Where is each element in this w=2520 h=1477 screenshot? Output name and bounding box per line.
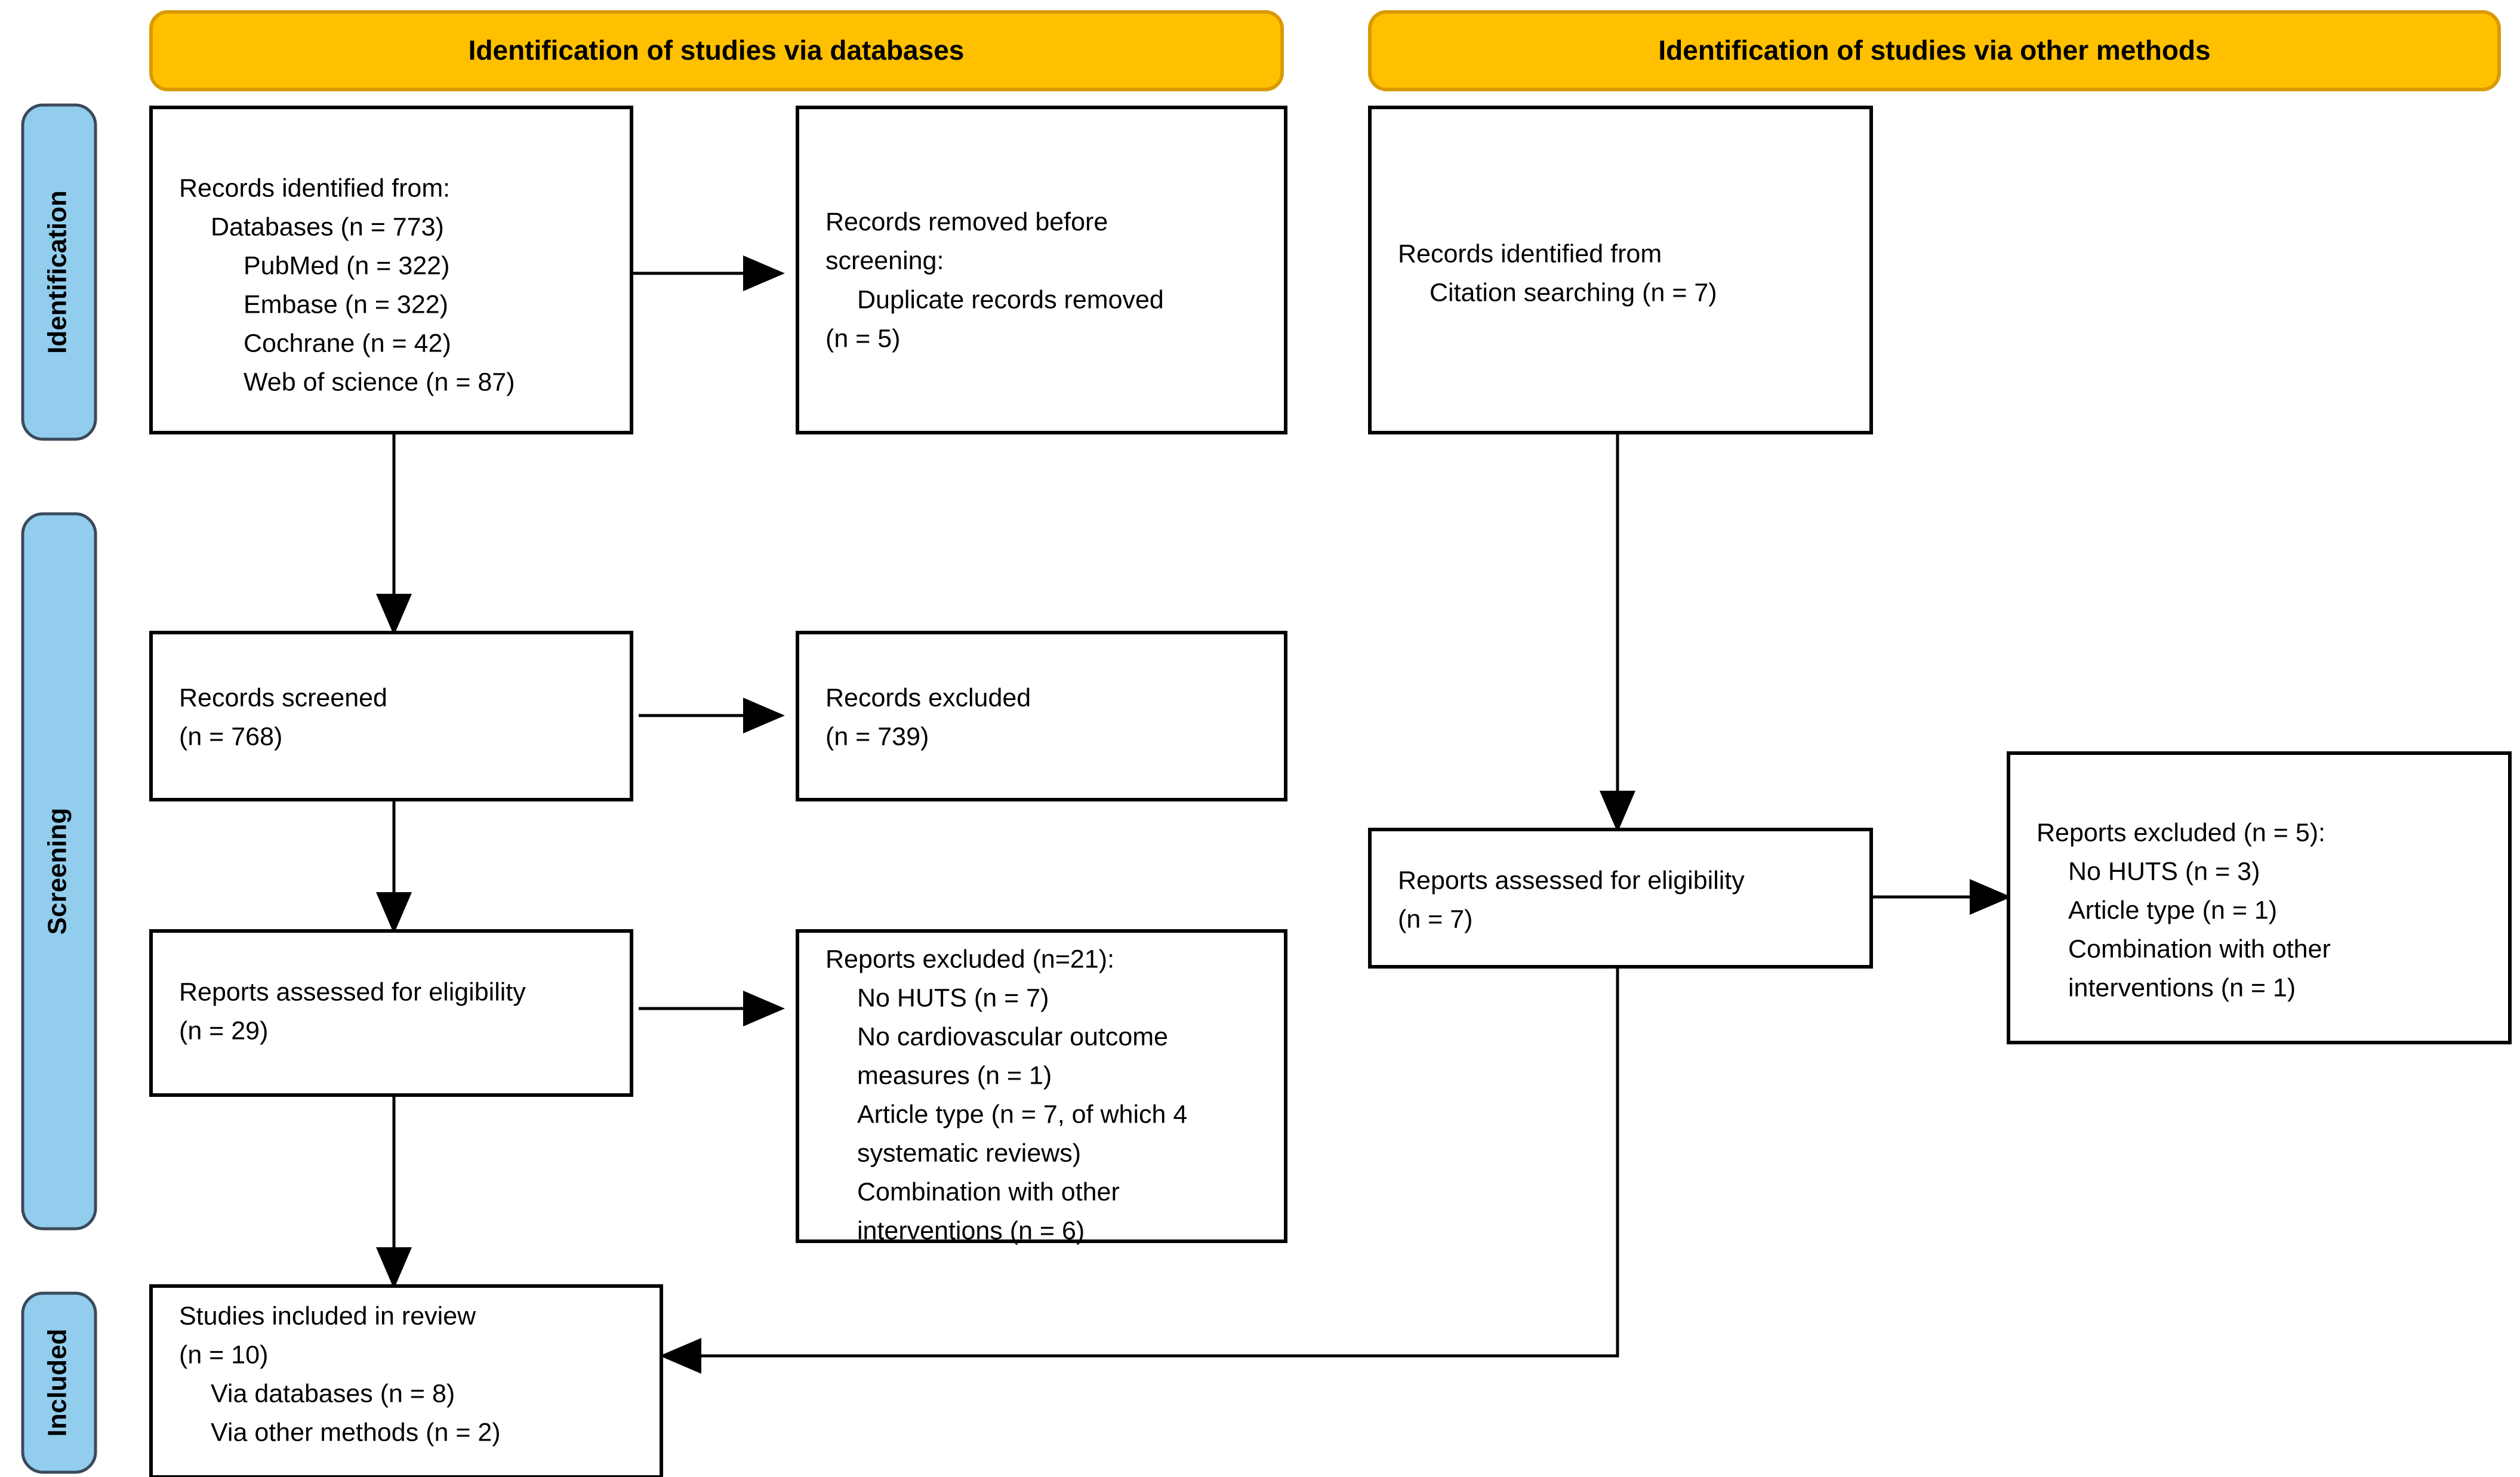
box-line: Records identified from	[1398, 239, 1662, 268]
box-line: Article type (n = 7, of which 4	[857, 1100, 1187, 1128]
box-records-screened: Records screened (n = 768)	[149, 631, 633, 801]
box-line: Records screened	[179, 683, 387, 712]
box-line-text: :	[936, 246, 944, 275]
box-records-identified-other-rect	[1368, 106, 1873, 434]
box-line: measures (n = 1)	[857, 1061, 1052, 1090]
box-reports-excluded-other: Reports excluded (n = 5): No HUTS (n = 3…	[2007, 751, 2512, 1044]
box-line: Embase (n = 322)	[244, 290, 448, 319]
box-line: Duplicate records removed	[857, 285, 1164, 314]
box-records-excluded: Records excluded (n = 739)	[796, 631, 1287, 801]
box-line: Article type (n = 1)	[2068, 896, 2277, 924]
stage-screening-rect	[21, 512, 97, 1231]
box-line: (n = 10)	[179, 1340, 268, 1369]
box-records-identified-other: Records identified from Citation searchi…	[1368, 106, 1873, 434]
box-records-removed: Records removed before screening: Duplic…	[796, 106, 1287, 434]
stage-screening: Screening	[21, 512, 97, 1231]
stage-included-rect	[21, 1291, 97, 1474]
box-line: Records identified from:	[179, 174, 450, 202]
box-line: Via other methods (n = 2)	[211, 1418, 501, 1447]
box-line: (n = 768)	[179, 722, 282, 751]
box-line-text-italic: before	[1035, 208, 1108, 236]
box-line: interventions (n = 1)	[2068, 973, 2296, 1002]
box-line: interventions (n = 6)	[857, 1216, 1085, 1245]
box-reports-eligibility-databases: Reports assessed for eligibility (n = 29…	[149, 929, 633, 1097]
box-line: No cardiovascular outcome	[857, 1022, 1168, 1051]
banner-other-methods-label: Identification of studies via other meth…	[1658, 35, 2210, 66]
box-line: (n = 5)	[825, 324, 900, 353]
box-line: Via databases (n = 8)	[211, 1379, 455, 1408]
box-line: Web of science (n = 87)	[244, 368, 515, 396]
box-reports-excluded-databases-rect	[796, 929, 1287, 1243]
box-line: (n = 29)	[179, 1016, 268, 1045]
box-line: PubMed (n = 322)	[244, 251, 449, 280]
banner-databases: Identification of studies via databases	[149, 10, 1284, 91]
box-line: screening:	[825, 246, 944, 275]
box-records-excluded-rect	[796, 631, 1287, 801]
box-line-text: Records removed	[825, 208, 1035, 236]
box-line: (n = 739)	[825, 722, 929, 751]
banner-databases-rect	[149, 10, 1284, 91]
box-reports-eligibility-databases-rect	[149, 929, 633, 1097]
box-line: Reports excluded (n=21):	[825, 945, 1114, 973]
box-line: Citation searching (n = 7)	[1430, 278, 1717, 307]
box-reports-excluded-other-rect	[2007, 751, 2512, 1044]
stage-included: Included	[21, 1291, 97, 1474]
box-records-screened-rect	[149, 631, 633, 801]
banner-other-methods-rect	[1368, 10, 2501, 91]
box-line: Studies included in review	[179, 1302, 476, 1330]
box-studies-included: Studies included in review (n = 10) Via …	[149, 1284, 663, 1477]
box-line: Records removed before	[825, 208, 1108, 236]
box-line: Reports excluded (n = 5):	[2037, 818, 2325, 847]
box-line: (n = 7)	[1398, 905, 1472, 933]
box-line: Combination with other	[857, 1177, 1120, 1206]
stage-identification-label: Identification	[43, 190, 72, 354]
box-line: No HUTS (n = 3)	[2068, 857, 2260, 886]
stage-identification-rect	[21, 103, 97, 441]
box-line: Records excluded	[825, 683, 1031, 712]
box-reports-excluded-databases: Reports excluded (n=21): No HUTS (n = 7)…	[796, 929, 1287, 1245]
box-line: Databases (n = 773)	[211, 212, 444, 241]
box-reports-eligibility-other-rect	[1368, 828, 1873, 969]
box-line: systematic reviews)	[857, 1139, 1081, 1167]
banner-databases-label: Identification of studies via databases	[469, 35, 965, 66]
box-line: No HUTS (n = 7)	[857, 983, 1049, 1012]
box-records-identified: Records identified from: Databases (n = …	[149, 106, 633, 434]
box-reports-eligibility-other: Reports assessed for eligibility (n = 7)	[1368, 828, 1873, 969]
stage-identification: Identification	[21, 103, 97, 441]
box-line: Combination with other	[2068, 935, 2331, 963]
banner-other-methods: Identification of studies via other meth…	[1368, 10, 2501, 91]
box-studies-included-rect	[149, 1284, 663, 1477]
box-records-identified-rect	[149, 106, 633, 434]
box-line: Reports assessed for eligibility	[1398, 866, 1745, 895]
connector-eligibility-other-to-included	[660, 968, 1619, 1374]
box-line-text-italic: screening	[825, 246, 936, 275]
box-line: Cochrane (n = 42)	[244, 329, 451, 357]
stage-included-label: Included	[43, 1329, 72, 1437]
box-line: Reports assessed for eligibility	[179, 978, 526, 1006]
box-records-removed-rect	[796, 106, 1287, 434]
stage-screening-label: Screening	[43, 808, 72, 935]
